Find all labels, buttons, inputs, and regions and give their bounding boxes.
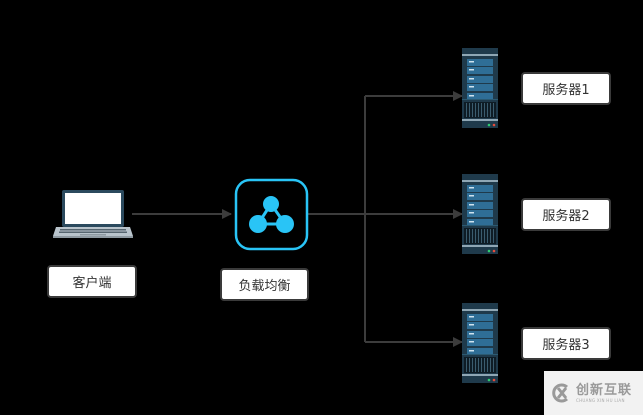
server-icon bbox=[462, 174, 498, 254]
watermark-text-en: CHUANG XIN HU LIAN bbox=[576, 397, 625, 403]
load-balancer-icon bbox=[234, 178, 309, 251]
watermark-logo-icon bbox=[552, 383, 568, 403]
server-icon bbox=[462, 48, 498, 128]
watermark: 创新互联 CHUANG XIN HU LIAN bbox=[544, 371, 643, 415]
server3-label: 服务器3 bbox=[521, 327, 611, 360]
watermark-text-cn: 创新互联 bbox=[576, 382, 633, 398]
load-balancer-label: 负载均衡 bbox=[220, 268, 309, 301]
server2-label: 服务器2 bbox=[521, 198, 611, 231]
server-icon bbox=[462, 303, 498, 383]
server1-label: 服务器1 bbox=[521, 72, 611, 105]
laptop-icon bbox=[53, 190, 133, 238]
edge-lb-trunk bbox=[308, 96, 366, 342]
client-label: 客户端 bbox=[47, 265, 137, 298]
